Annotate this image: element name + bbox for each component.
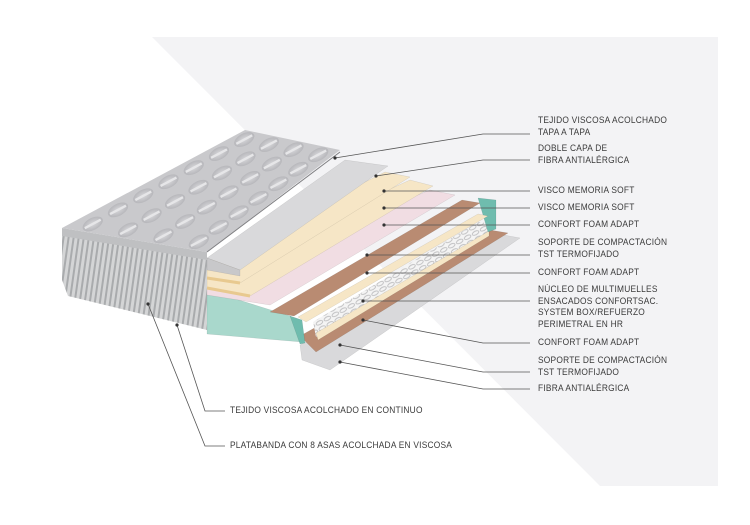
leader-dot-tejido-continuo (175, 323, 179, 327)
quilt-stripe (309, 149, 327, 161)
quilt-stripe (269, 178, 287, 190)
leader-dot-doble-capa (374, 174, 378, 178)
leader-dot-confort-2 (365, 271, 369, 275)
label-confort-1: CONFORT FOAM ADAPT (538, 219, 639, 231)
quilt-stripe (134, 190, 152, 202)
perimeter-frame-back (477, 197, 497, 233)
leader-dot-nucleo (361, 299, 365, 303)
label-platabanda: PLATABANDA CON 8 ASAS ACOLCHADA EN VISCO… (230, 440, 452, 452)
leader-dot-tejido-tapa (333, 156, 337, 160)
leader-line-fibra (339, 361, 530, 390)
leader-dot-visco-2 (382, 206, 386, 210)
leader-dot-soporte-1 (365, 253, 369, 257)
quilt-stripe (185, 162, 203, 173)
label-visco-2: VISCO MEMORIA SOFT (538, 202, 635, 214)
label-line: TAPA A TAPA (538, 126, 591, 137)
label-line: SOPORTE DE COMPACTACIÓN (538, 237, 668, 247)
label-line: TEJIDO VISCOSA ACOLCHADO (538, 115, 668, 125)
quilt-stripe (230, 207, 248, 219)
label-line: CONFORT FOAM ADAPT (538, 219, 640, 229)
leader-dot-fibra (338, 360, 342, 364)
label-line: VISCO MEMORIA SOFT (538, 202, 635, 212)
quilt-stripe (285, 144, 303, 155)
quilt-stripe (166, 196, 184, 207)
layer-confort-inferior (315, 230, 490, 341)
quilt-stripe (260, 139, 278, 150)
quilt-stripe (189, 181, 208, 193)
quilt-stripe (213, 167, 231, 179)
side-band-top-trim (62, 228, 207, 260)
label-confort-2: CONFORT FOAM ADAPT (538, 267, 639, 279)
quilt-edge (206, 151, 341, 253)
layer-spring-core (313, 222, 489, 337)
quilt-stripe (84, 218, 102, 230)
label-line: DOBLE CAPA DE (538, 143, 608, 153)
quilt-stripe (190, 236, 208, 248)
leader-lines (147, 133, 530, 447)
label-line: TEJIDO VISCOSA ACOLCHADO EN CONTINUO (230, 405, 423, 415)
quilt-stripe (289, 163, 307, 175)
label-line: ENSACADOS CONFORTSAC. (538, 295, 659, 306)
quilt-stripe (154, 230, 172, 242)
leader-line-tejido-tapa (334, 133, 530, 159)
quilt-stripe (235, 134, 253, 145)
quilt-stripe (210, 148, 228, 159)
leader-line-confort-3 (362, 319, 530, 344)
label-line: FIBRA ANTIALÉRGICA (538, 383, 630, 393)
label-line: SOPORTE DE COMPACTACIÓN (538, 355, 668, 365)
leader-line-soporte-2 (339, 344, 530, 373)
label-line: FIBRA ANTIALÉRGICA (538, 154, 630, 165)
quilt-stripe (263, 158, 281, 170)
label-line: PERIMETRAL EN HR (538, 318, 624, 329)
quilt-stripe (210, 221, 228, 233)
quilt-stripe (249, 192, 268, 204)
label-line: TST TERMOFIJADO (538, 366, 620, 377)
leader-dot-platabanda (146, 302, 150, 306)
side-band (62, 232, 207, 330)
quilt-stripe (143, 210, 161, 221)
quilt-stripe (159, 176, 178, 188)
leader-line-platabanda (147, 303, 225, 447)
quilt-stripe (241, 173, 259, 184)
layer-visco-2-edge (206, 286, 251, 298)
label-line: VISCO MEMORIA SOFT (538, 185, 635, 195)
leader-dots (146, 156, 386, 364)
quilt-stripe (198, 201, 216, 213)
label-visco-1: VISCO MEMORIA SOFT (538, 185, 635, 197)
label-confort-3: CONFORT FOAM ADAPT (538, 337, 639, 349)
perimeter-frame-side (289, 315, 306, 345)
layer-soporte-superior (269, 199, 481, 317)
quilt-stripe (236, 153, 254, 165)
leader-dot-soporte-2 (338, 343, 342, 347)
quilt-stripe (219, 187, 238, 199)
quilt-stripe (109, 204, 127, 216)
layer-visco-1-edge (206, 276, 241, 285)
quilt-tufts (82, 132, 329, 250)
label-tejido-continuo: TEJIDO VISCOSA ACOLCHADO EN CONTINUO (230, 405, 423, 417)
leader-dot-confort-3 (361, 318, 365, 322)
layer-confort-medio (297, 213, 489, 323)
label-line: NÚCLEO DE MULTIMUELLES (538, 284, 658, 294)
leader-dot-confort-1 (382, 223, 386, 227)
leader-dot-visco-1 (382, 189, 386, 193)
quilt-stripe (119, 224, 137, 236)
leader-line-tejido-continuo (176, 324, 225, 412)
label-line: CONFORT FOAM ADAPT (538, 267, 640, 277)
label-line: TST TERMOFIJADO (538, 248, 620, 259)
label-line: SYSTEM BOX/REFUERZO (538, 307, 646, 317)
label-line: PLATABANDA CON 8 ASAS ACOLCHADA EN VISCO… (230, 440, 453, 450)
leader-line-doble-capa (375, 159, 530, 177)
label-fibra: FIBRA ANTIALÉRGICA (538, 383, 629, 395)
quilt-stripe (176, 216, 194, 227)
label-line: CONFORT FOAM ADAPT (538, 337, 640, 347)
